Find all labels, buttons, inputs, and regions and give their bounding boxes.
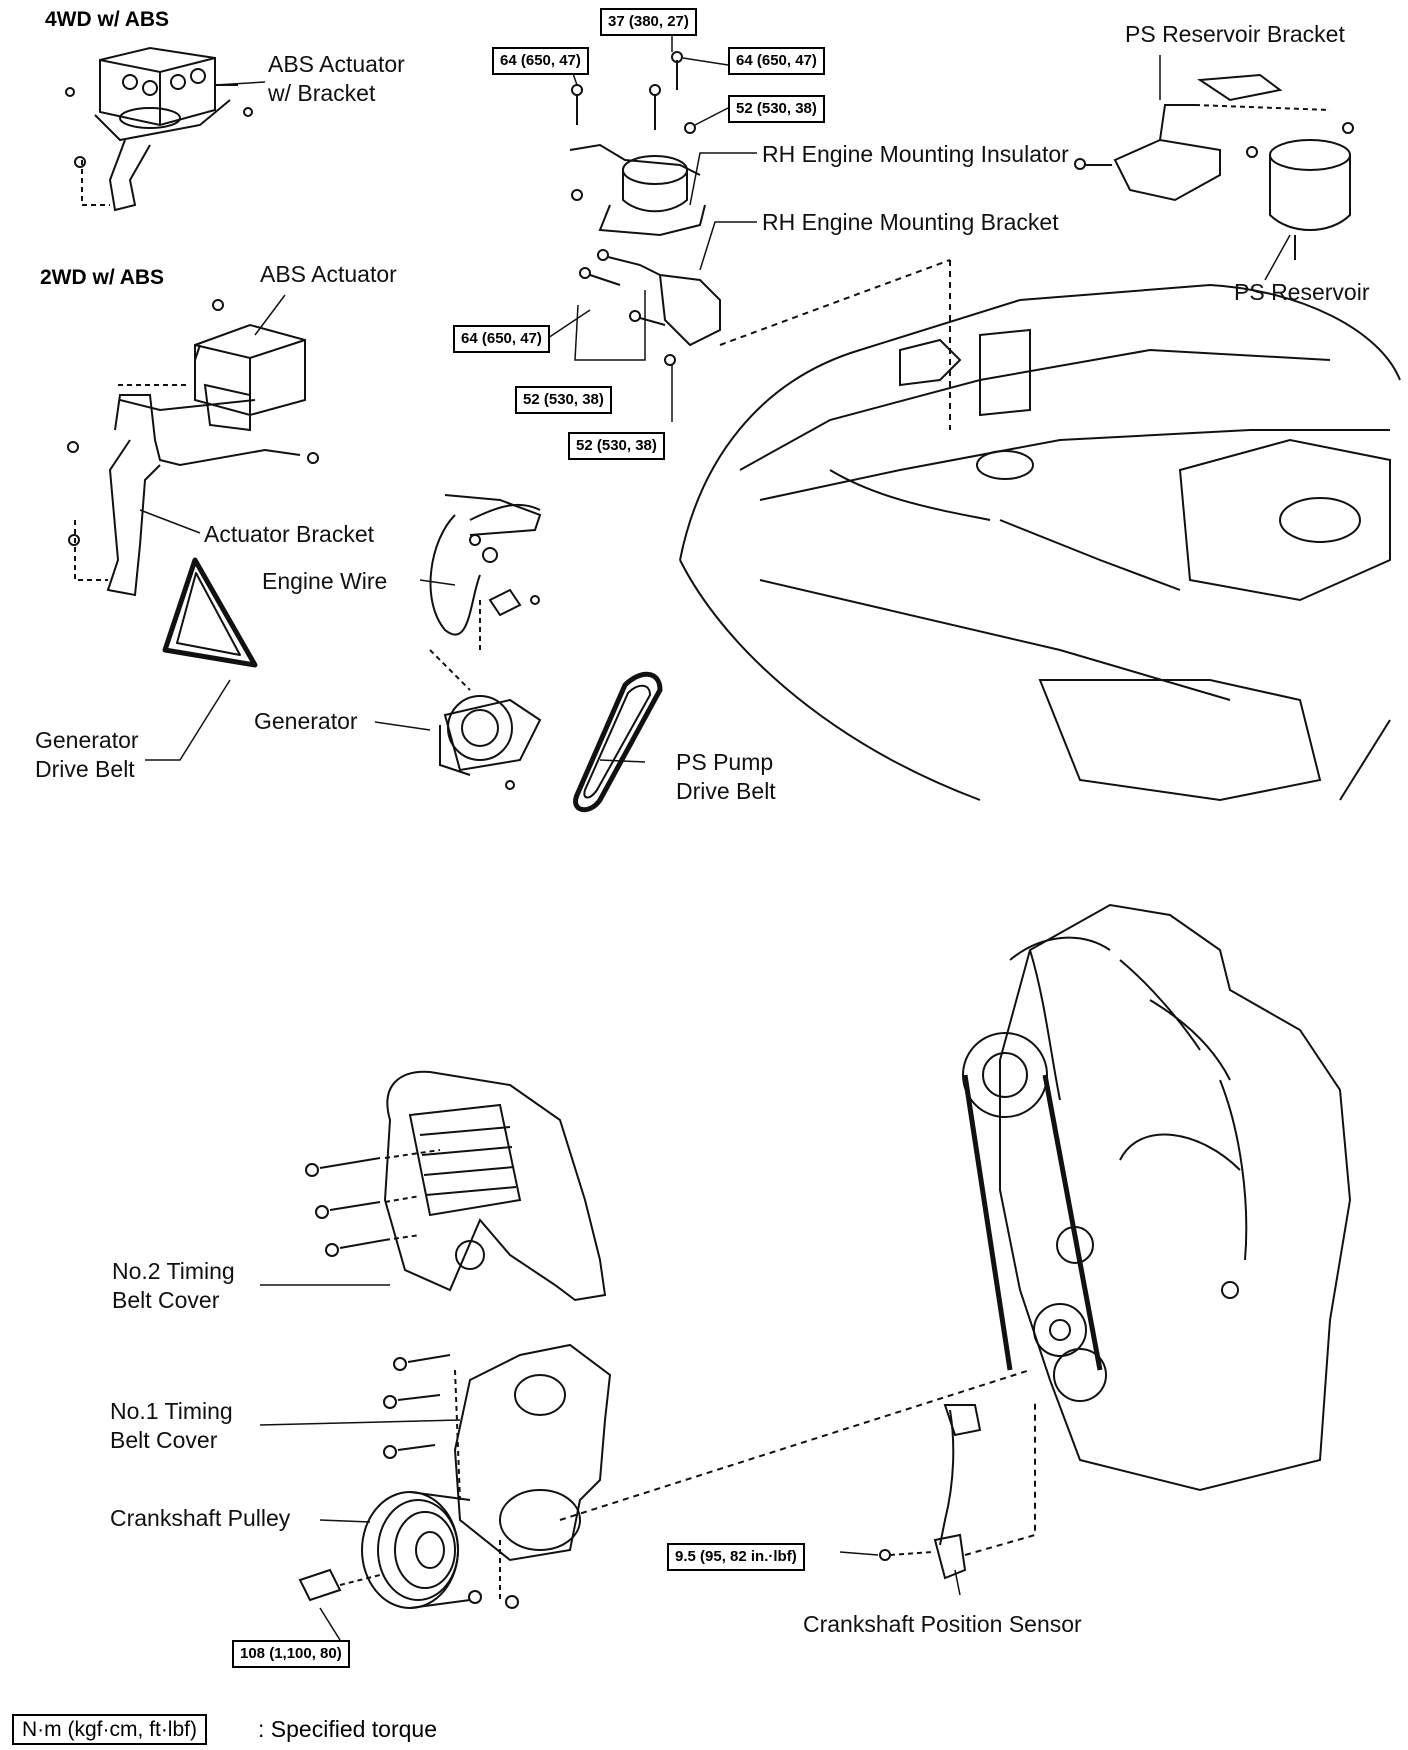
crankshaft-pulley-drawing — [298, 1369, 1031, 1609]
label-ps-pump-drive-belt: PS Pump Drive Belt — [676, 749, 776, 804]
torque-box-9-5: 9.5 (95, 82 in.·lbf) — [667, 1543, 805, 1571]
label-no1-timing-belt-cover: No.1 Timing Belt Cover — [110, 1398, 233, 1453]
ps-pump-drive-belt-drawing — [573, 671, 663, 812]
label-generator: Generator — [254, 708, 358, 734]
label-rh-engine-mounting-bracket: RH Engine Mounting Bracket — [762, 209, 1059, 235]
label-rh-engine-mounting-insulator: RH Engine Mounting Insulator — [762, 141, 1069, 167]
label-abs-actuator: ABS Actuator — [260, 261, 397, 287]
torque-box-108: 108 (1,100, 80) — [232, 1640, 350, 1668]
leader-lines — [139, 22, 1291, 1641]
torque-box-37: 37 (380, 27) — [600, 8, 697, 36]
torque-box-64-right: 64 (650, 47) — [728, 47, 825, 75]
legend-text: : Specified torque — [258, 1716, 438, 1742]
label-ps-reservoir-bracket: PS Reservoir Bracket — [1125, 21, 1345, 47]
label-crankshaft-position-sensor: Crankshaft Position Sensor — [803, 1611, 1082, 1637]
label-engine-wire: Engine Wire — [262, 568, 388, 594]
label-no2-timing-belt-cover: No.2 Timing Belt Cover — [112, 1258, 235, 1313]
generator-drawing — [429, 494, 542, 790]
header-4wd: 4WD w/ ABS — [45, 8, 170, 31]
crankshaft-position-sensor-drawing — [879, 1400, 1036, 1580]
ps-reservoir-drawing — [1074, 73, 1354, 260]
torque-box-52-middle: 52 (530, 38) — [515, 386, 612, 414]
no2-timing-belt-cover-drawing — [305, 1070, 607, 1302]
engine-block-drawing — [962, 903, 1352, 1492]
torque-box-64-left: 64 (650, 47) — [492, 47, 589, 75]
no1-timing-belt-cover-drawing — [383, 1343, 612, 1562]
label-crankshaft-pulley: Crankshaft Pulley — [110, 1505, 291, 1531]
label-abs-actuator-bracket: ABS Actuator w/ Bracket — [268, 51, 405, 106]
label-ps-reservoir: PS Reservoir — [1234, 279, 1370, 305]
torque-box-64-lower: 64 (650, 47) — [453, 325, 550, 353]
torque-box-52-bottom: 52 (530, 38) — [568, 432, 665, 460]
abs-actuator-2wd-drawing — [67, 299, 319, 597]
torque-box-52-top: 52 (530, 38) — [728, 95, 825, 123]
engine-bay-drawing — [679, 283, 1401, 802]
rh-engine-mount-drawing — [569, 51, 951, 430]
legend-unit-box: N·m (kgf·cm, ft·lbf) — [12, 1714, 207, 1745]
generator-drive-belt-drawing — [162, 557, 258, 668]
header-2wd: 2WD w/ ABS — [40, 266, 165, 289]
label-actuator-bracket: Actuator Bracket — [204, 521, 375, 547]
abs-actuator-4wd-drawing — [65, 46, 253, 212]
label-generator-drive-belt: Generator Drive Belt — [35, 727, 139, 782]
